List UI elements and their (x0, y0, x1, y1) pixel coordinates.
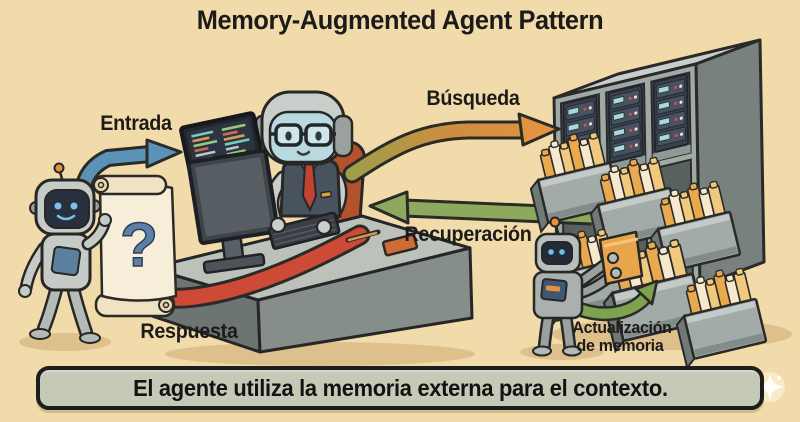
librarian-robot (532, 216, 644, 357)
user-robot (18, 162, 101, 344)
caption-text: El agente utiliza la memoria externa par… (132, 374, 668, 401)
question-mark-glyph: ? (120, 211, 158, 280)
caption-bar: El agente utiliza la memoria externa par… (36, 366, 764, 410)
memory-update-label-line2: de memoria (576, 336, 664, 355)
response-arrow-label: Respuesta (140, 320, 238, 343)
smile (296, 150, 311, 156)
retrieval-arrow-label: Recuperación (404, 223, 532, 246)
desk-shadow (165, 342, 475, 366)
user-robot-hand (98, 213, 112, 227)
agent-hand-right (315, 218, 333, 236)
search-arrow-label: Búsqueda (426, 87, 520, 110)
agent-hand-left (269, 216, 287, 234)
scroll: ? (92, 174, 178, 318)
headphone-right (332, 114, 354, 158)
input-arrow-label: Entrada (100, 112, 172, 135)
memory-update-label-line1: Actualización (572, 318, 672, 337)
notepad (382, 233, 418, 257)
search-arrow (342, 112, 561, 184)
diagram-title: Memory-Augmented Agent Pattern (196, 5, 604, 35)
badge (320, 190, 332, 199)
monitor-primary (186, 148, 280, 274)
